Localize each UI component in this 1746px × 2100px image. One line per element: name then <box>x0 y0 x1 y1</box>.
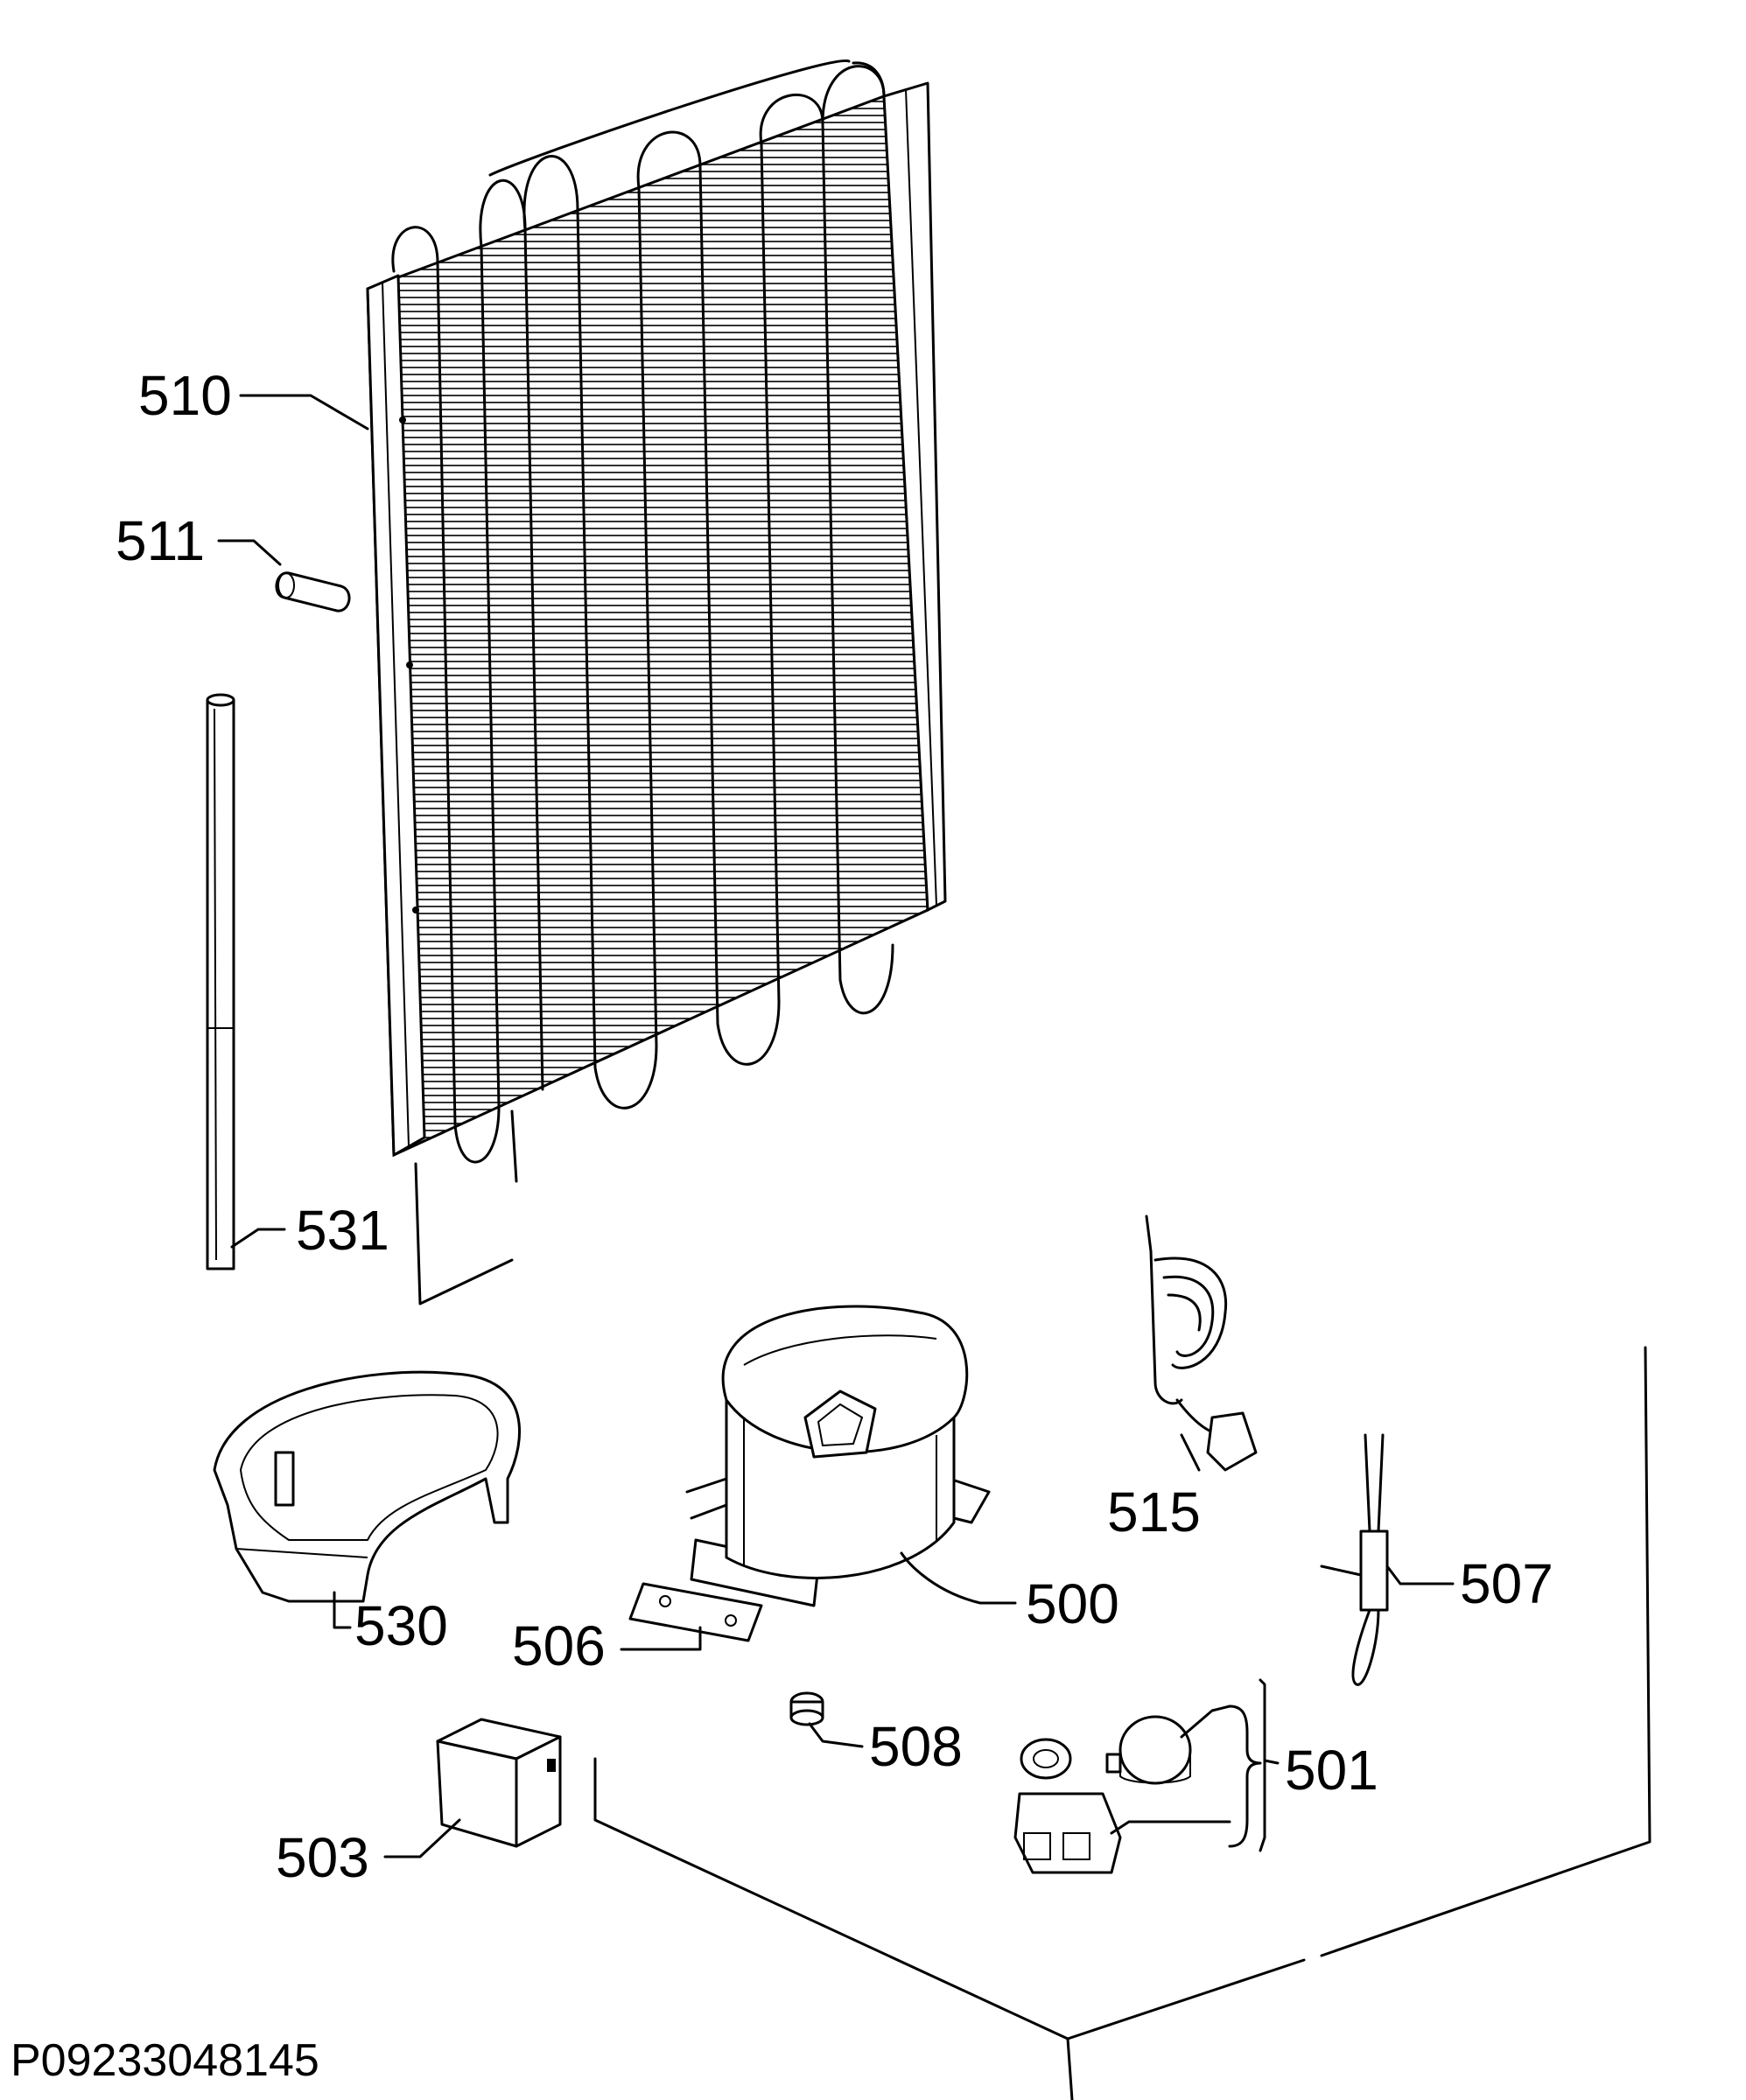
capacitor-box-drawing <box>436 1718 562 1848</box>
floor-outline <box>593 1346 1651 2100</box>
label-510: 510 <box>138 364 232 427</box>
starter-relay-drawing <box>1013 1678 1280 1874</box>
label-515: 515 <box>1107 1480 1201 1544</box>
compressor-drawing <box>685 1305 991 1607</box>
label-501: 501 <box>1285 1739 1378 1802</box>
condenser-drawing <box>366 59 947 1306</box>
label-507: 507 <box>1460 1552 1553 1615</box>
label-506: 506 <box>512 1614 606 1677</box>
spacer-drawing <box>275 571 351 612</box>
reference-code: P09233048145 <box>11 2035 319 2086</box>
label-500: 500 <box>1026 1572 1119 1635</box>
label-530: 530 <box>354 1594 448 1657</box>
cable-coil-drawing <box>1145 1214 1258 1472</box>
grommet-drawing <box>789 1691 824 1726</box>
label-531: 531 <box>296 1199 389 1262</box>
mounting-plate-drawing <box>628 1582 763 1642</box>
leader-lines <box>217 394 1455 1858</box>
drip-tray-drawing <box>213 1370 521 1603</box>
label-503: 503 <box>276 1826 369 1889</box>
label-508: 508 <box>869 1715 963 1778</box>
filter-drier-drawing <box>1320 1433 1389 1686</box>
label-511: 511 <box>116 509 205 572</box>
tube-drawing <box>206 693 235 1270</box>
